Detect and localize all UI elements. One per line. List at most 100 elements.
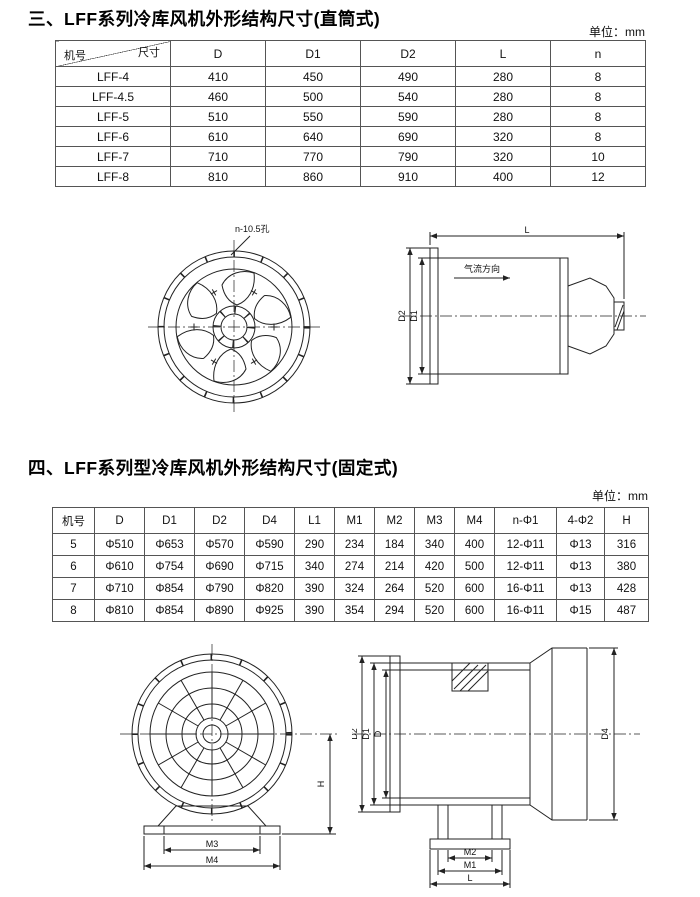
fan-front-geometry [148,235,320,414]
table-cell: 420 [414,555,455,578]
table-cell: 520 [414,577,455,600]
column-header: n [550,40,646,67]
table-cell: Φ854 [144,577,195,600]
table-cell: 354 [334,599,375,622]
table-cell: 460 [170,86,266,107]
table-cell: 280 [455,86,551,107]
table-cell: LFF-6 [55,126,171,147]
table-cell: Φ13 [556,533,605,556]
table-cell: 12 [550,166,646,187]
table-cell: LFF-4.5 [55,86,171,107]
column-header: D4 [244,507,295,534]
dim-label-d: D [373,730,383,737]
dim-label-m3: M3 [206,839,219,849]
side-view-geometry-fixed [354,647,640,888]
section3-title: 三、LFF系列冷库风机外形结构尺寸(直筒式) [28,9,381,29]
table-cell: Φ510 [94,533,145,556]
table-cell: 550 [265,106,361,127]
table-cell: LFF-8 [55,166,171,187]
table-cell: 910 [360,166,456,187]
table-cell: 510 [170,106,266,127]
table-cell: 8 [550,126,646,147]
table-cell: Φ15 [556,599,605,622]
table-cell: 294 [374,599,415,622]
table-cell: 214 [374,555,415,578]
table-cell: 264 [374,577,415,600]
hole-count-label: n-10.5孔 [235,224,270,234]
table-cell: LFF-5 [55,106,171,127]
table-cell: Φ570 [194,533,245,556]
table-cell: 274 [334,555,375,578]
table-cell: 12-Φ11 [494,533,557,556]
dim-label-h: H [316,781,326,788]
table-cell: Φ710 [94,577,145,600]
table-cell: 428 [604,577,649,600]
column-header: D1 [265,40,361,67]
table-cell: Φ653 [144,533,195,556]
column-header: H [604,507,649,534]
dim-label-d2: D2 [398,310,407,322]
table-cell: Φ13 [556,577,605,600]
column-header: L1 [294,507,335,534]
table-cell: 280 [455,66,551,87]
table-cell: 520 [414,599,455,622]
corner-cell: 尺寸 机号 [55,40,171,67]
straight-fan-side-view: L 气流方向 D2 D1 [398,225,646,385]
table-cell: Φ690 [194,555,245,578]
column-header: M2 [374,507,415,534]
table-cell: Φ810 [94,599,145,622]
table-cell: 450 [265,66,361,87]
column-header: D2 [194,507,245,534]
table-cell: Φ820 [244,577,295,600]
dim-label-d2: D2 [352,728,359,740]
table-cell: 5 [52,533,95,556]
side-view-geometry [400,232,646,385]
fan-front-geometry-fixed [120,644,338,870]
dim-label-d4: D4 [600,728,610,740]
corner-label-model: 机号 [64,50,86,62]
table-cell: 600 [454,599,495,622]
section4-title: 四、LFF系列型冷库风机外形结构尺寸(固定式) [28,458,399,478]
table-cell: 490 [360,66,456,87]
table-cell: 280 [455,106,551,127]
table-cell: 500 [265,86,361,107]
table-cell: 10 [550,146,646,167]
table-cell: 8 [550,66,646,87]
column-header: n-Φ1 [494,507,557,534]
column-header: D1 [144,507,195,534]
column-header: 机号 [52,507,95,534]
table-cell: 320 [455,146,551,167]
column-header: M4 [454,507,495,534]
table-cell: LFF-7 [55,146,171,167]
airflow-direction-label: 气流方向 [464,263,500,274]
corner-label-dimension: 尺寸 [138,47,160,59]
table-cell: 810 [170,166,266,187]
table-cell: 690 [360,126,456,147]
table-cell: 500 [454,555,495,578]
dim-label-d1: D1 [361,728,371,740]
fixed-fan-side-view: D2 D1 D D4 M2 M1 L [352,647,640,888]
table-cell: 320 [455,126,551,147]
table-cell: 770 [265,146,361,167]
table-cell: 640 [265,126,361,147]
column-header: M3 [414,507,455,534]
table-cell: 340 [414,533,455,556]
table-cell: 6 [52,555,95,578]
table-cell: 710 [170,146,266,167]
column-header: D [94,507,145,534]
table-cell: Φ590 [244,533,295,556]
